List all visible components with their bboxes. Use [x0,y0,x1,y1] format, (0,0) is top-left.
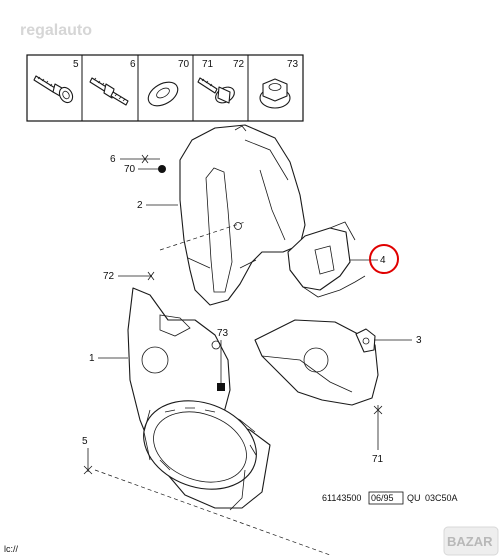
callout-5: 5 [82,436,88,447]
callout-6: 6 [110,154,116,165]
highlight-circle [369,244,399,274]
lower-right-cover [254,319,379,406]
fastener-label-71: 71 [202,59,214,70]
washer-icon [147,81,179,107]
nut-square-icon [217,383,225,391]
callout-70: 70 [124,164,136,175]
bolt-icon [33,75,74,104]
bottom-left-text: lc:// [4,544,19,554]
rear-backplate [127,287,271,511]
bazar-logo: BAZAR [443,526,499,556]
callout-71: 71 [372,454,384,465]
logo-text: BAZAR [447,534,493,549]
watermark-text: regalauto [20,22,92,39]
callout-3: 3 [416,335,422,346]
callout-73: 73 [217,328,229,339]
callout-72: 72 [103,271,115,282]
callout-2: 2 [137,200,143,211]
reference-date: 06/95 [371,493,394,503]
fastener-label-6: 6 [130,59,136,70]
fastener-table: 5 6 70 71 72 73 [26,54,304,122]
fastener-label-73: 73 [287,59,299,70]
upper-timing-cover [179,124,306,306]
callout-1: 1 [89,353,95,364]
washer-dot-icon [158,165,166,173]
callout-4: 4 [380,255,386,266]
seal-housing [143,400,257,511]
fastener-label-70: 70 [178,59,190,70]
axis-line-upper [159,221,246,251]
fastener-label-72: 72 [233,59,245,70]
reference-code-2: QU [407,493,421,503]
flange-bolt-icon [197,77,235,104]
nut-icon [259,78,291,109]
fastener-label-5: 5 [73,59,79,70]
reference-code: 61143500 [322,493,361,503]
stud-icon [89,77,129,106]
drawing-reference: 61143500 06/95 QU 03C50A [322,491,458,505]
reference-code-3: 03C50A [425,493,458,503]
bracket-part-4 [287,221,366,298]
